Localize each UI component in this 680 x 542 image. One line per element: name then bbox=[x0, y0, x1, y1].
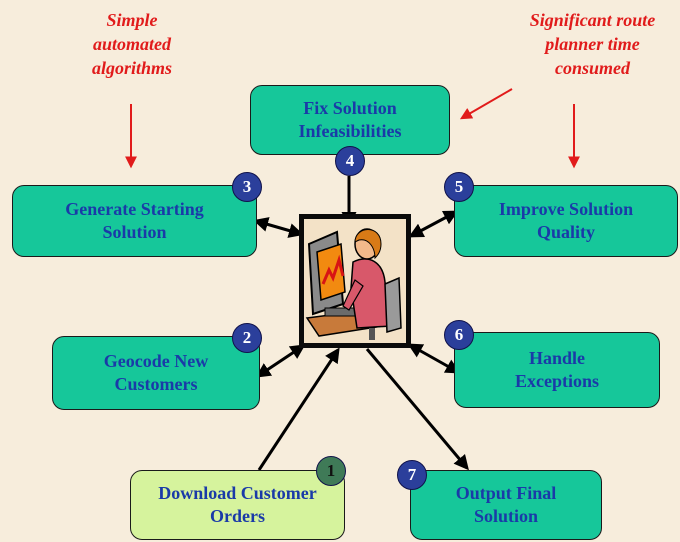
step-1-box: Download Customer Orders bbox=[130, 470, 345, 540]
note-simple-algorithms: Simple automated algorithms bbox=[91, 10, 173, 78]
step-3-box: Generate Starting Solution bbox=[12, 185, 257, 257]
step-2-badge: 2 bbox=[232, 323, 262, 353]
step-3-badge: 3 bbox=[232, 172, 262, 202]
step-4-box: Fix Solution Infeasibilities bbox=[250, 85, 450, 155]
step-7-badge: 7 bbox=[397, 460, 427, 490]
arrow-step5 bbox=[408, 210, 459, 238]
arrow-step6 bbox=[407, 343, 461, 374]
note-arrow-right-top bbox=[459, 88, 513, 120]
step-4-badge: 4 bbox=[335, 146, 365, 176]
arrow-step1 bbox=[257, 347, 340, 471]
arrow-step2 bbox=[255, 344, 306, 378]
step-5-box: Improve Solution Quality bbox=[454, 185, 678, 257]
step-6-badge: 6 bbox=[444, 320, 474, 350]
step-1-badge: 1 bbox=[316, 456, 346, 486]
step-5-badge: 5 bbox=[444, 172, 474, 202]
arrow-step7 bbox=[365, 348, 469, 471]
step-6-box: Handle Exceptions bbox=[454, 332, 660, 408]
step-2-box: Geocode New Customers bbox=[52, 336, 260, 410]
note-planner-time: Significant route planner time consumed bbox=[529, 10, 656, 78]
arrow-step3 bbox=[253, 217, 304, 238]
step-7-box: Output Final Solution bbox=[410, 470, 602, 540]
person-at-computer-icon bbox=[299, 214, 411, 348]
